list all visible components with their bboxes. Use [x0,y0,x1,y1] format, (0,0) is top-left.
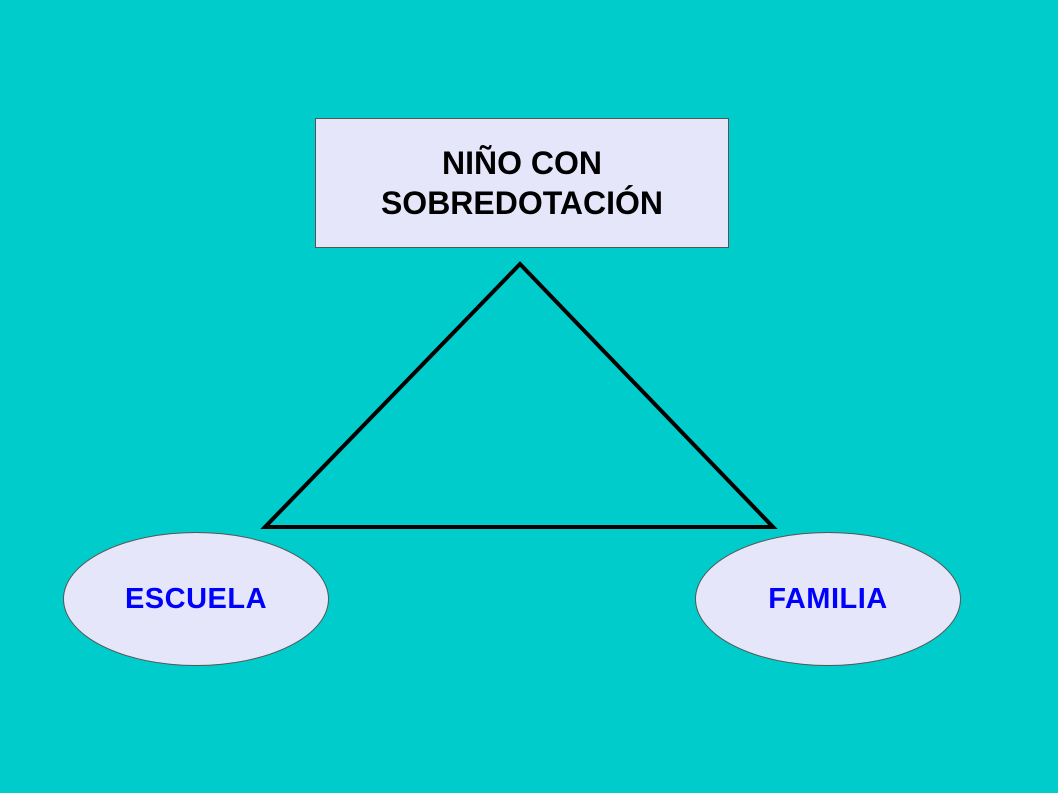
right-node-ellipse: FAMILIA [695,532,961,666]
right-node-label: FAMILIA [768,582,888,615]
left-node-ellipse: ESCUELA [63,532,329,666]
left-node-label: ESCUELA [124,582,268,615]
top-node-label: NIÑO CON SOBREDOTACIÓN [381,143,663,223]
top-node-label-line1: NIÑO CON [441,145,602,181]
top-node-label-line2: SOBREDOTACIÓN [380,185,664,221]
connector-triangle [260,261,778,529]
top-node-box: NIÑO CON SOBREDOTACIÓN [315,118,729,248]
